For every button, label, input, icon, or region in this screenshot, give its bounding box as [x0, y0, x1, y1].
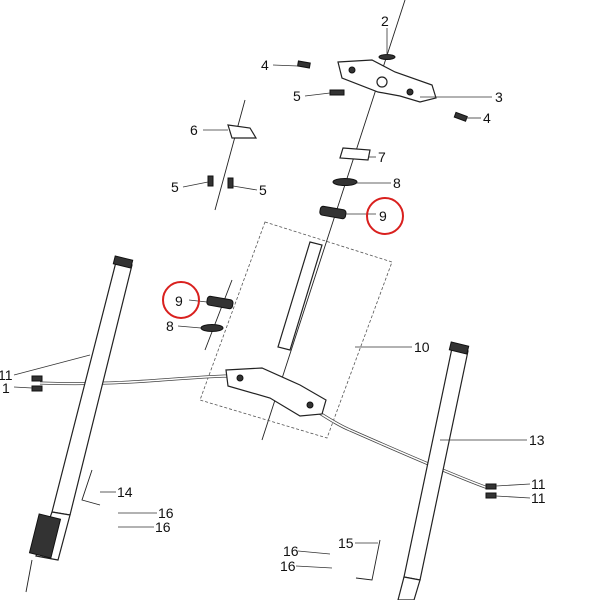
callout-9-highlighted: 9: [175, 293, 183, 309]
callout-5: 5: [259, 182, 267, 198]
top-clamp-part: [337, 59, 437, 103]
bolt-part: [453, 111, 468, 122]
callout-8: 8: [166, 318, 174, 334]
callout-11: 11: [531, 490, 546, 506]
bolt-part: [296, 60, 311, 69]
callout-4: 4: [483, 110, 491, 126]
lower-clamp-part: [225, 367, 327, 417]
clamp-bracket-part: [227, 124, 258, 139]
callout-4: 4: [261, 57, 269, 73]
washer-part: [378, 54, 396, 60]
banjo-bolt-part: [485, 492, 497, 499]
dust-seal-part: [339, 147, 371, 161]
callout-15: 15: [338, 535, 354, 551]
callout-1: 1: [2, 380, 10, 396]
callout-11: 11: [0, 367, 13, 383]
callout-9-highlighted: 9: [379, 208, 387, 224]
callout-13: 13: [529, 432, 545, 448]
highlight-circle: [366, 197, 404, 235]
callout-16: 16: [280, 558, 296, 574]
cable-guide-part: [355, 539, 381, 581]
callout-11: 11: [531, 476, 546, 492]
highlight-circle: [162, 281, 200, 319]
leader-lines: [13, 28, 531, 569]
callout-5: 5: [171, 179, 179, 195]
callout-16: 16: [283, 543, 299, 559]
bearing-part: [319, 205, 347, 220]
bolt-part: [207, 175, 214, 187]
bearing-part: [206, 295, 234, 310]
banjo-bolt-part: [485, 483, 497, 490]
callout-14: 14: [117, 484, 133, 500]
bolt-part: [227, 177, 234, 189]
cable-guide-part: [81, 469, 101, 506]
callout-3: 3: [495, 89, 503, 105]
callout-6: 6: [190, 122, 198, 138]
bolt-axis-line: [214, 99, 246, 211]
callout-5: 5: [293, 88, 301, 104]
callout-16: 16: [158, 505, 174, 521]
left-fork-tube-part: [25, 255, 134, 593]
steering-stem-part: [277, 241, 323, 351]
bolt-part: [329, 89, 345, 96]
banjo-bolt-part: [31, 375, 43, 382]
bearing-race-part: [332, 178, 358, 186]
callout-16: 16: [155, 519, 171, 535]
banjo-bolt-part: [31, 385, 43, 392]
callout-8: 8: [393, 175, 401, 191]
callout-7: 7: [378, 149, 386, 165]
callout-2: 2: [381, 13, 389, 29]
right-fork-tube-part: [397, 341, 470, 600]
callout-10: 10: [414, 339, 430, 355]
bearing-axis-line: [204, 279, 233, 351]
assembly-box: [199, 221, 393, 439]
bearing-race-part: [200, 324, 224, 332]
